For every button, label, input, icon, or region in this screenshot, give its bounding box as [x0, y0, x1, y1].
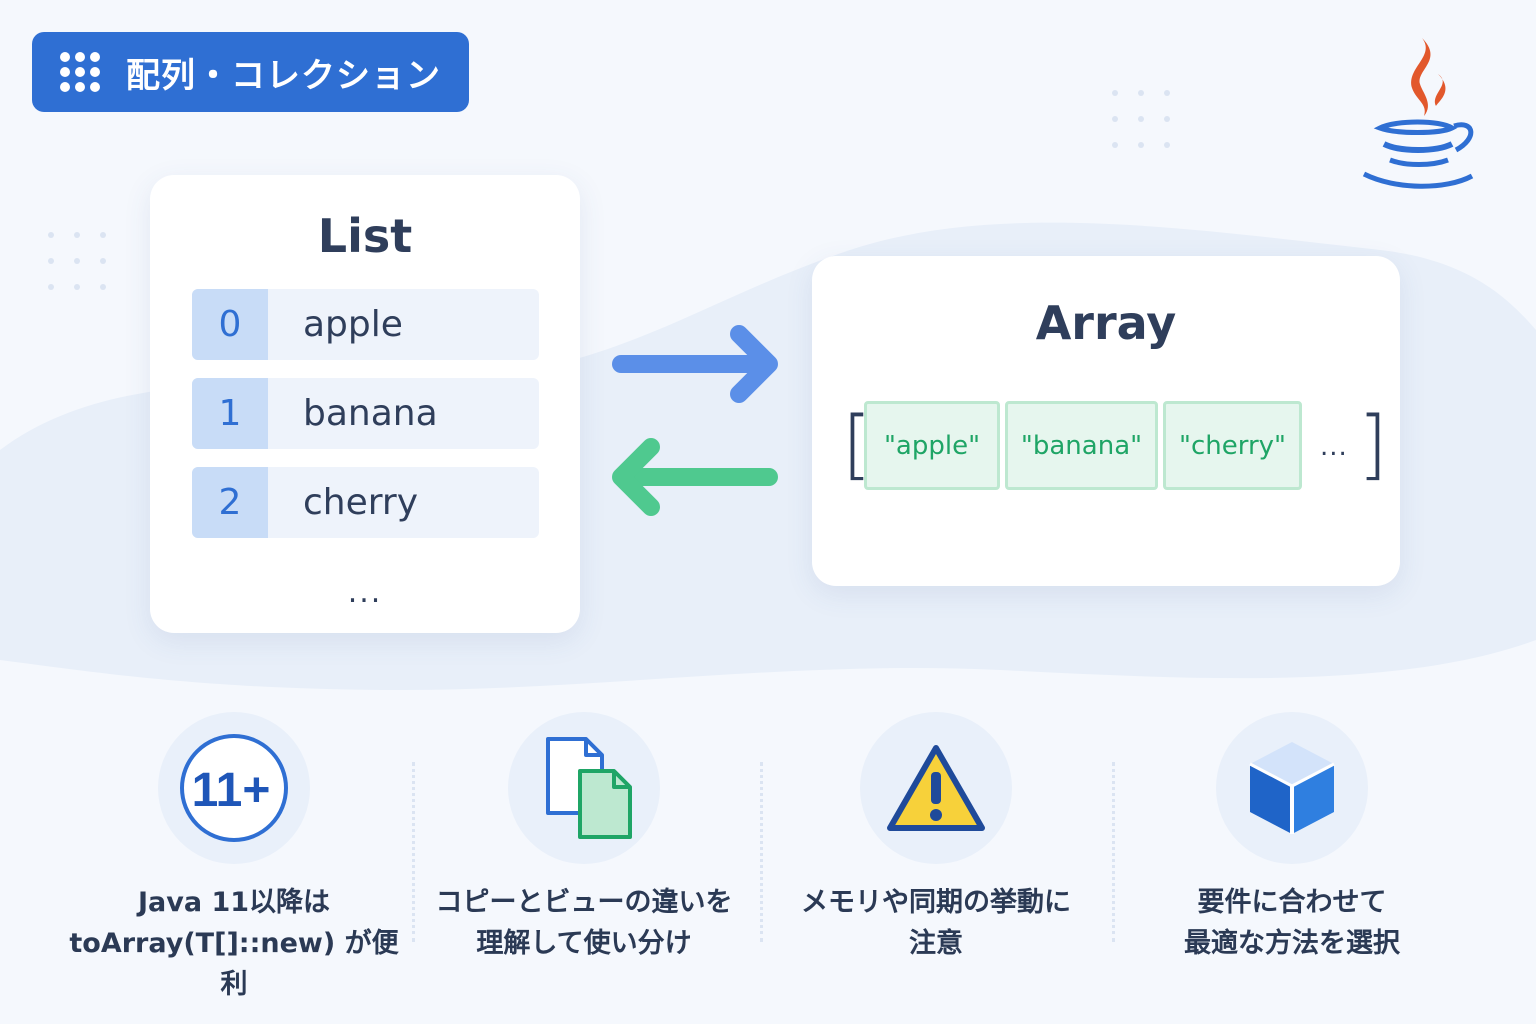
feature-memory-sync: メモリや同期の挙動に 注意 — [760, 712, 1112, 964]
list-title: List — [317, 209, 413, 263]
list-ellipsis: ... — [347, 575, 383, 610]
cube-icon — [1249, 742, 1335, 834]
decorative-dots — [1112, 90, 1170, 148]
feature-line: 最適な方法を選択 — [1184, 928, 1400, 959]
divider — [1112, 762, 1115, 942]
decorative-dots — [48, 232, 106, 290]
warning-icon — [887, 745, 985, 831]
divider — [760, 762, 763, 942]
list-index: 2 — [192, 467, 268, 538]
array-title: Array — [1035, 296, 1177, 350]
list-index: 1 — [192, 378, 268, 449]
list-item: 2 cherry — [192, 467, 539, 538]
category-badge: 配列・コレクション — [32, 32, 469, 112]
feature-caption: 要件に合わせて 最適な方法を選択 — [1116, 882, 1468, 964]
array-cell: "apple" — [864, 401, 1000, 490]
feature-icon-circle: 11+ — [158, 712, 310, 864]
category-title: 配列・コレクション — [126, 55, 441, 96]
feature-line: toArray(T[]::new) が便利 — [69, 928, 399, 1000]
feature-caption: Java 11以降は toArray(T[]::new) が便利 — [58, 882, 410, 1005]
feature-line: 注意 — [909, 928, 963, 959]
conversion-arrows — [612, 325, 778, 516]
array-close-bracket: ] — [1358, 399, 1388, 488]
badge-label: 11+ — [192, 764, 271, 817]
divider — [412, 762, 415, 942]
grid-dots-icon — [60, 52, 100, 92]
list-index: 0 — [192, 289, 268, 360]
array-cell: "cherry" — [1163, 401, 1302, 490]
array-cells: "apple" "banana" "cherry" — [864, 401, 1304, 490]
feature-caption: コピーとビューの違いを 理解して使い分け — [408, 882, 760, 964]
list-item: 1 banana — [192, 378, 539, 449]
feature-choose-method: 要件に合わせて 最適な方法を選択 — [1116, 712, 1468, 964]
list-value: apple — [303, 304, 403, 345]
feature-line: コピーとビューの違いを — [435, 887, 733, 918]
java-logo-icon — [1362, 38, 1474, 189]
feature-icon-circle — [1216, 712, 1368, 864]
copy-documents-icon — [546, 737, 632, 839]
feature-java11: 11+ Java 11以降は toArray(T[]::new) が便利 — [58, 712, 410, 1005]
list-value: cherry — [303, 482, 419, 523]
feature-line: メモリや同期の挙動に — [801, 887, 1071, 918]
arrow-right-icon — [612, 325, 778, 403]
list-value: banana — [303, 393, 438, 434]
arrow-left-icon — [612, 438, 778, 516]
list-item: 0 apple — [192, 289, 539, 360]
feature-line: 理解して使い分け — [476, 928, 692, 959]
java-11-badge-icon: 11+ — [180, 734, 288, 842]
feature-caption: メモリや同期の挙動に 注意 — [760, 882, 1112, 964]
array-cell: "banana" — [1005, 401, 1158, 490]
feature-icon-circle — [860, 712, 1012, 864]
list-card: List 0 apple 1 banana 2 cherry ... — [150, 175, 580, 633]
feature-line: 要件に合わせて — [1197, 887, 1387, 918]
array-ellipsis: ... — [1320, 432, 1348, 462]
feature-icon-circle — [508, 712, 660, 864]
feature-copy-view: コピーとビューの違いを 理解して使い分け — [408, 712, 760, 964]
array-card: Array [ "apple" "banana" "cherry" ... ] — [812, 256, 1400, 586]
feature-line: Java 11以降は — [137, 887, 331, 918]
